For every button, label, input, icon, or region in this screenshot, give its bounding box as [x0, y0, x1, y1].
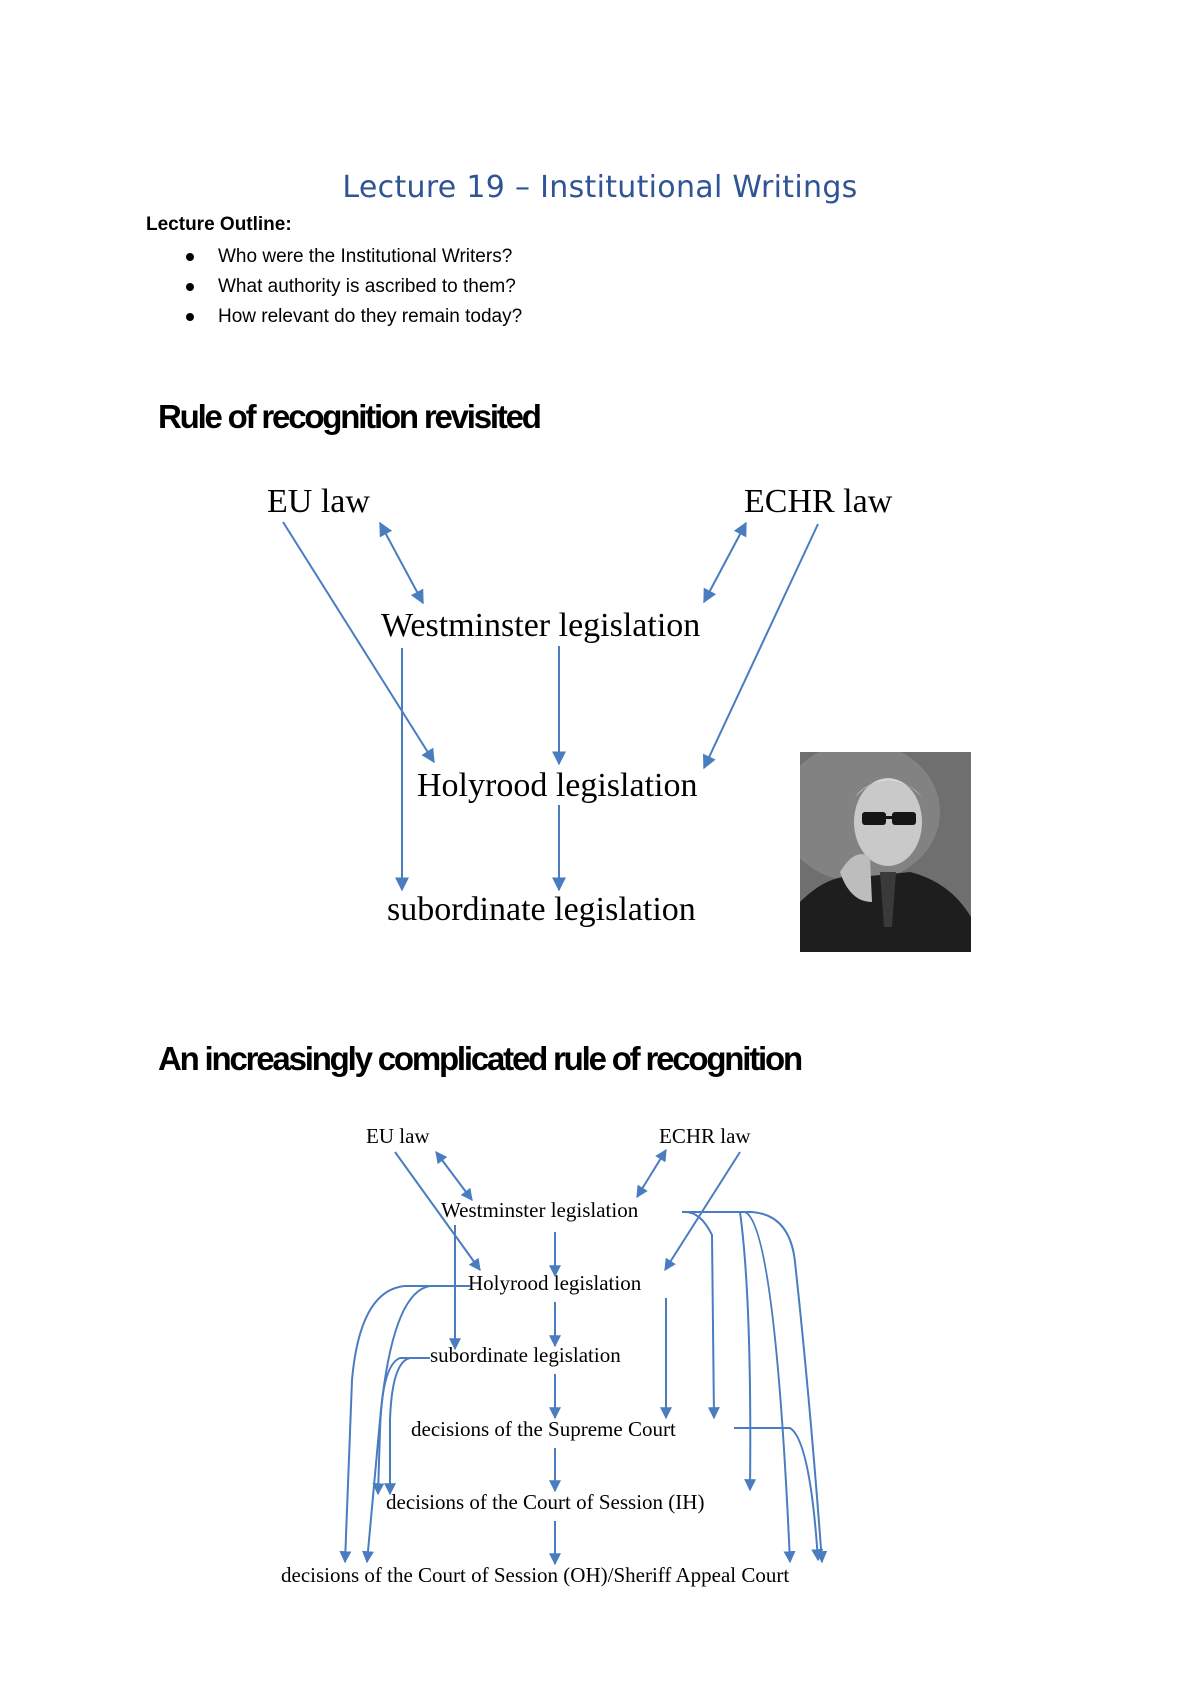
outline-item: Who were the Institutional Writers? — [186, 242, 522, 272]
d1-westminster: Westminster legislation — [381, 607, 700, 644]
d1-arrow-eu-holyrood — [282, 521, 435, 764]
d1-arrow-echr-holyrood — [702, 523, 819, 770]
d2-arrows — [339, 1148, 828, 1566]
d2-curve-holyrood-oh-a — [339, 1285, 470, 1564]
d2-curve-westminster-oh-a — [700, 1211, 796, 1564]
d2-echr-law: ECHR law — [659, 1124, 751, 1148]
d2-arrow-eu-westminster — [435, 1151, 473, 1201]
d2-curve-supreme-oh — [734, 1427, 824, 1562]
page-title: Lecture 19 – Institutional Writings — [342, 170, 858, 205]
portrait-icon — [800, 752, 971, 952]
d2-curve-westminster-oh-b — [720, 1211, 828, 1564]
d2-court-of-session-oh: decisions of the Court of Session (OH)/S… — [281, 1563, 789, 1587]
d1-subordinate: subordinate legislation — [387, 891, 696, 928]
d2-curve-westminster-supreme — [681, 1210, 720, 1420]
portrait-photo — [800, 752, 971, 952]
d2-court-of-session-ih: decisions of the Court of Session (IH) — [386, 1490, 704, 1514]
bullet-icon — [186, 283, 194, 291]
d2-curve-subordinate-ih-b — [372, 1357, 430, 1496]
heading-rule-revisited: Rule of recognition revisited — [158, 398, 542, 435]
d2-arrow-echr-westminster — [636, 1148, 667, 1199]
d1-holyrood: Holyrood legislation — [417, 767, 697, 804]
outline-label: Lecture Outline: — [146, 214, 292, 235]
d1-eu-law: EU law — [267, 483, 370, 520]
outline-item: What authority is ascribed to them? — [186, 272, 522, 302]
outline-list: Who were the Institutional Writers? What… — [186, 242, 522, 332]
d2-curve-westminster-ih — [682, 1211, 757, 1492]
d2-subordinate: subordinate legislation — [430, 1343, 621, 1367]
d2-arrow-eu-holyrood — [394, 1151, 481, 1271]
d2-supreme-court: decisions of the Supreme Court — [411, 1417, 676, 1441]
d1-arrow-echr-westminster — [703, 521, 747, 604]
bullet-icon — [186, 313, 194, 321]
d1-arrow-eu-westminster — [379, 521, 424, 605]
d2-eu-law: EU law — [366, 1124, 430, 1148]
outline-item: How relevant do they remain today? — [186, 302, 522, 332]
d1-echr-law: ECHR law — [744, 483, 893, 520]
d1-arrows — [282, 521, 819, 892]
d2-westminster: Westminster legislation — [441, 1198, 639, 1222]
heading-complicated-rule: An increasingly complicated rule of reco… — [158, 1040, 803, 1077]
bullet-icon — [186, 253, 194, 261]
